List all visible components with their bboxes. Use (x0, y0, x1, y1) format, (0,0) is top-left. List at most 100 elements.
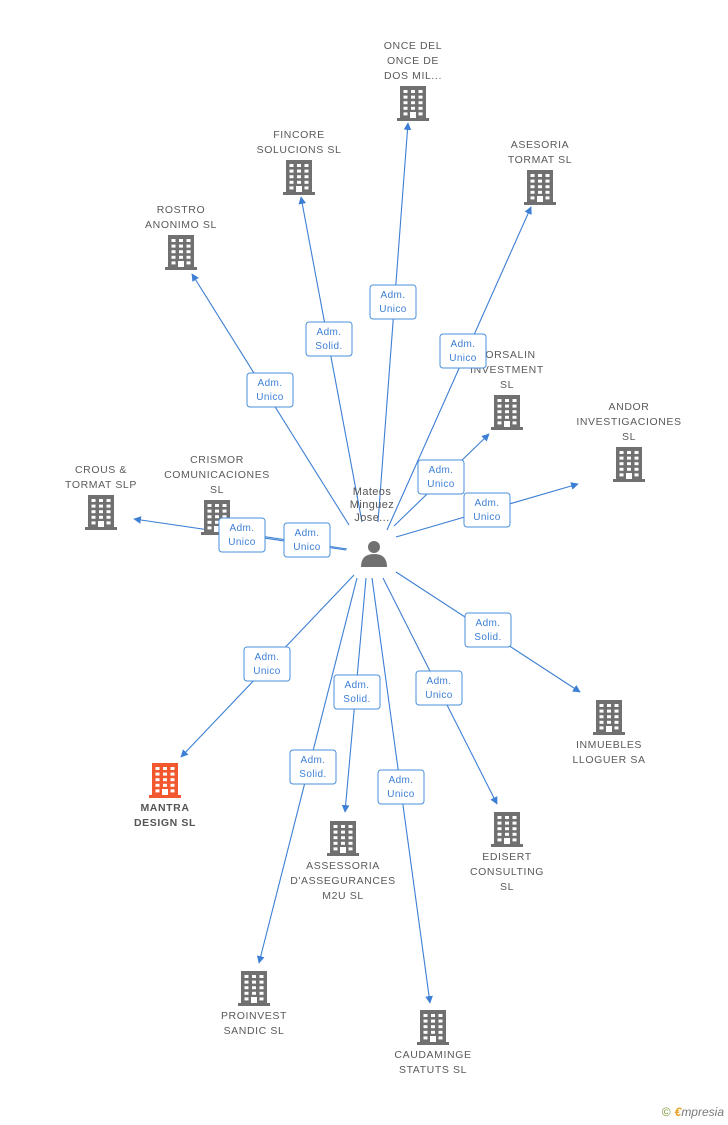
relation-label-line: Adm. (476, 618, 501, 629)
relation-label-line: Adm. (429, 465, 454, 476)
building-icon[interactable] (417, 1010, 449, 1045)
relation-label-line: Adm. (427, 676, 452, 687)
company-label-line: DESIGN SL (134, 817, 196, 829)
company-label-line: PROINVEST (221, 1010, 287, 1022)
brand-watermark: ©€mpresia (662, 1105, 724, 1119)
company-label-line: CONSULTING (470, 866, 544, 878)
company-label-line: STATUTS SL (399, 1064, 467, 1076)
relation-badge-assessoria[interactable]: Adm.Solid. (333, 674, 381, 710)
relation-badge-asesoria-tormat[interactable]: Adm.Unico (439, 333, 487, 369)
building-icon[interactable] (165, 235, 197, 270)
relation-label-line: Unico (427, 479, 455, 490)
relation-label-line: Adm. (381, 290, 406, 301)
company-label-line: ROSTRO (157, 204, 206, 216)
company-label-line: INMUEBLES (576, 739, 642, 751)
company-label-line: INVESTMENT (470, 364, 544, 376)
building-icon[interactable] (524, 170, 556, 205)
person-node[interactable]: MateosMinguezJose... (350, 486, 394, 567)
company-label-line: TORMAT SL (508, 154, 572, 166)
company-label-line: FORSALIN (478, 349, 535, 361)
relation-label-line: Adm. (301, 755, 326, 766)
relation-label-line: Unico (449, 353, 477, 364)
company-label-line: FINCORE (273, 129, 324, 141)
relation-label-line: Unico (256, 392, 284, 403)
company-node-once-del-once[interactable]: ONCE DEL ONCE DE DOS MIL... (384, 40, 442, 121)
building-icon[interactable] (149, 763, 181, 798)
badges-layer: Adm.UnicoAdm.Solid.Adm.UnicoAdm.UnicoAdm… (218, 284, 512, 805)
building-icon[interactable] (85, 495, 117, 530)
relation-label-line: Unico (387, 789, 415, 800)
company-label-line: ONCE DE (387, 55, 439, 67)
relation-label-line: Solid. (474, 632, 501, 643)
building-icon[interactable] (491, 812, 523, 847)
company-node-inmuebles[interactable]: INMUEBLES LLOGUER SA (572, 700, 645, 766)
company-label-line: TORMAT SLP (65, 479, 137, 491)
building-icon[interactable] (238, 971, 270, 1006)
company-node-proinvest[interactable]: PROINVEST SANDIC SL (221, 971, 287, 1037)
relation-label-line: Unico (425, 690, 453, 701)
relation-badge-edisert[interactable]: Adm. Unico (415, 670, 463, 706)
company-label-line: M2U SL (322, 890, 364, 902)
company-label-line: DOS MIL... (384, 70, 442, 82)
company-label-line: D'ASSEGURANCES (290, 875, 396, 887)
edge-fincore (298, 196, 363, 523)
company-label-line: LLOGUER SA (572, 754, 645, 766)
person-name-line: Mateos (353, 486, 392, 498)
person-name-line: Minguez (350, 499, 394, 511)
building-icon[interactable] (613, 447, 645, 482)
company-label-line: SANDIC SL (224, 1025, 285, 1037)
company-label-line: SL (500, 881, 514, 893)
relation-badge-crous-tormat[interactable]: Adm. Unico (218, 517, 266, 553)
relation-label-line: Unico (253, 666, 281, 677)
relation-label-line: Adm. (230, 523, 255, 534)
building-icon[interactable] (283, 160, 315, 195)
relation-label-line: Solid. (299, 769, 326, 780)
relation-badge-crismor[interactable]: Adm.Unico (283, 522, 331, 558)
company-node-crous-tormat[interactable]: CROUS & TORMAT SLP (65, 464, 137, 530)
brand-name: mpresia (681, 1105, 724, 1119)
company-label-line: CRISMOR (190, 454, 244, 466)
relation-label-line: Adm. (255, 652, 280, 663)
company-label-line: CROUS & (75, 464, 127, 476)
company-label-line: ASSESSORIA (306, 860, 380, 872)
brand-logo-mark: € (674, 1105, 682, 1119)
relation-badge-fincore[interactable]: Adm.Solid. (305, 321, 353, 357)
company-label-line: EDISERT (482, 851, 532, 863)
building-icon[interactable] (327, 821, 359, 856)
company-label-line: ASESORIA (511, 139, 569, 151)
building-icon[interactable] (491, 395, 523, 430)
relation-label-line: Adm. (295, 528, 320, 539)
company-label-line: COMUNICACIONES (164, 469, 270, 481)
relation-label-line: Adm. (317, 327, 342, 338)
relation-badge-once-del-once[interactable]: Adm.Unico (369, 284, 417, 320)
relation-badge-inmuebles[interactable]: Adm. Solid. (464, 612, 512, 648)
relation-badge-proinvest[interactable]: Adm. Solid. (289, 749, 337, 785)
building-icon[interactable] (593, 700, 625, 735)
company-label-line: ONCE DEL (384, 40, 442, 52)
company-node-edisert[interactable]: EDISERT CONSULTING SL (470, 812, 544, 893)
building-icon[interactable] (397, 86, 429, 121)
edge-once-del-once (377, 122, 412, 523)
company-label-line: ANDOR (609, 401, 650, 413)
relation-badge-mantra[interactable]: Adm. Unico (243, 646, 291, 682)
company-node-assessoria[interactable]: ASSESSORIA D'ASSEGURANCES M2U SL (290, 821, 396, 902)
company-label-line: SL (622, 431, 636, 443)
company-node-andor[interactable]: ANDOR INVESTIGACIONES SL (576, 401, 681, 482)
relation-label-line: Adm. (258, 378, 283, 389)
relation-badge-forsalin[interactable]: Adm. Unico (417, 459, 465, 495)
relation-label-line: Adm. (389, 775, 414, 786)
company-node-asesoria-tormat[interactable]: ASESORIA TORMAT SL (508, 139, 572, 205)
relation-badge-rostro-anonimo[interactable]: Adm. Unico (246, 372, 294, 408)
relation-label-line: Unico (228, 537, 256, 548)
relation-badge-caudaminge[interactable]: Adm. Unico (377, 769, 425, 805)
relation-badge-andor[interactable]: Adm.Unico (463, 492, 511, 528)
company-label-line: INVESTIGACIONES (576, 416, 681, 428)
person-icon[interactable] (361, 541, 387, 567)
